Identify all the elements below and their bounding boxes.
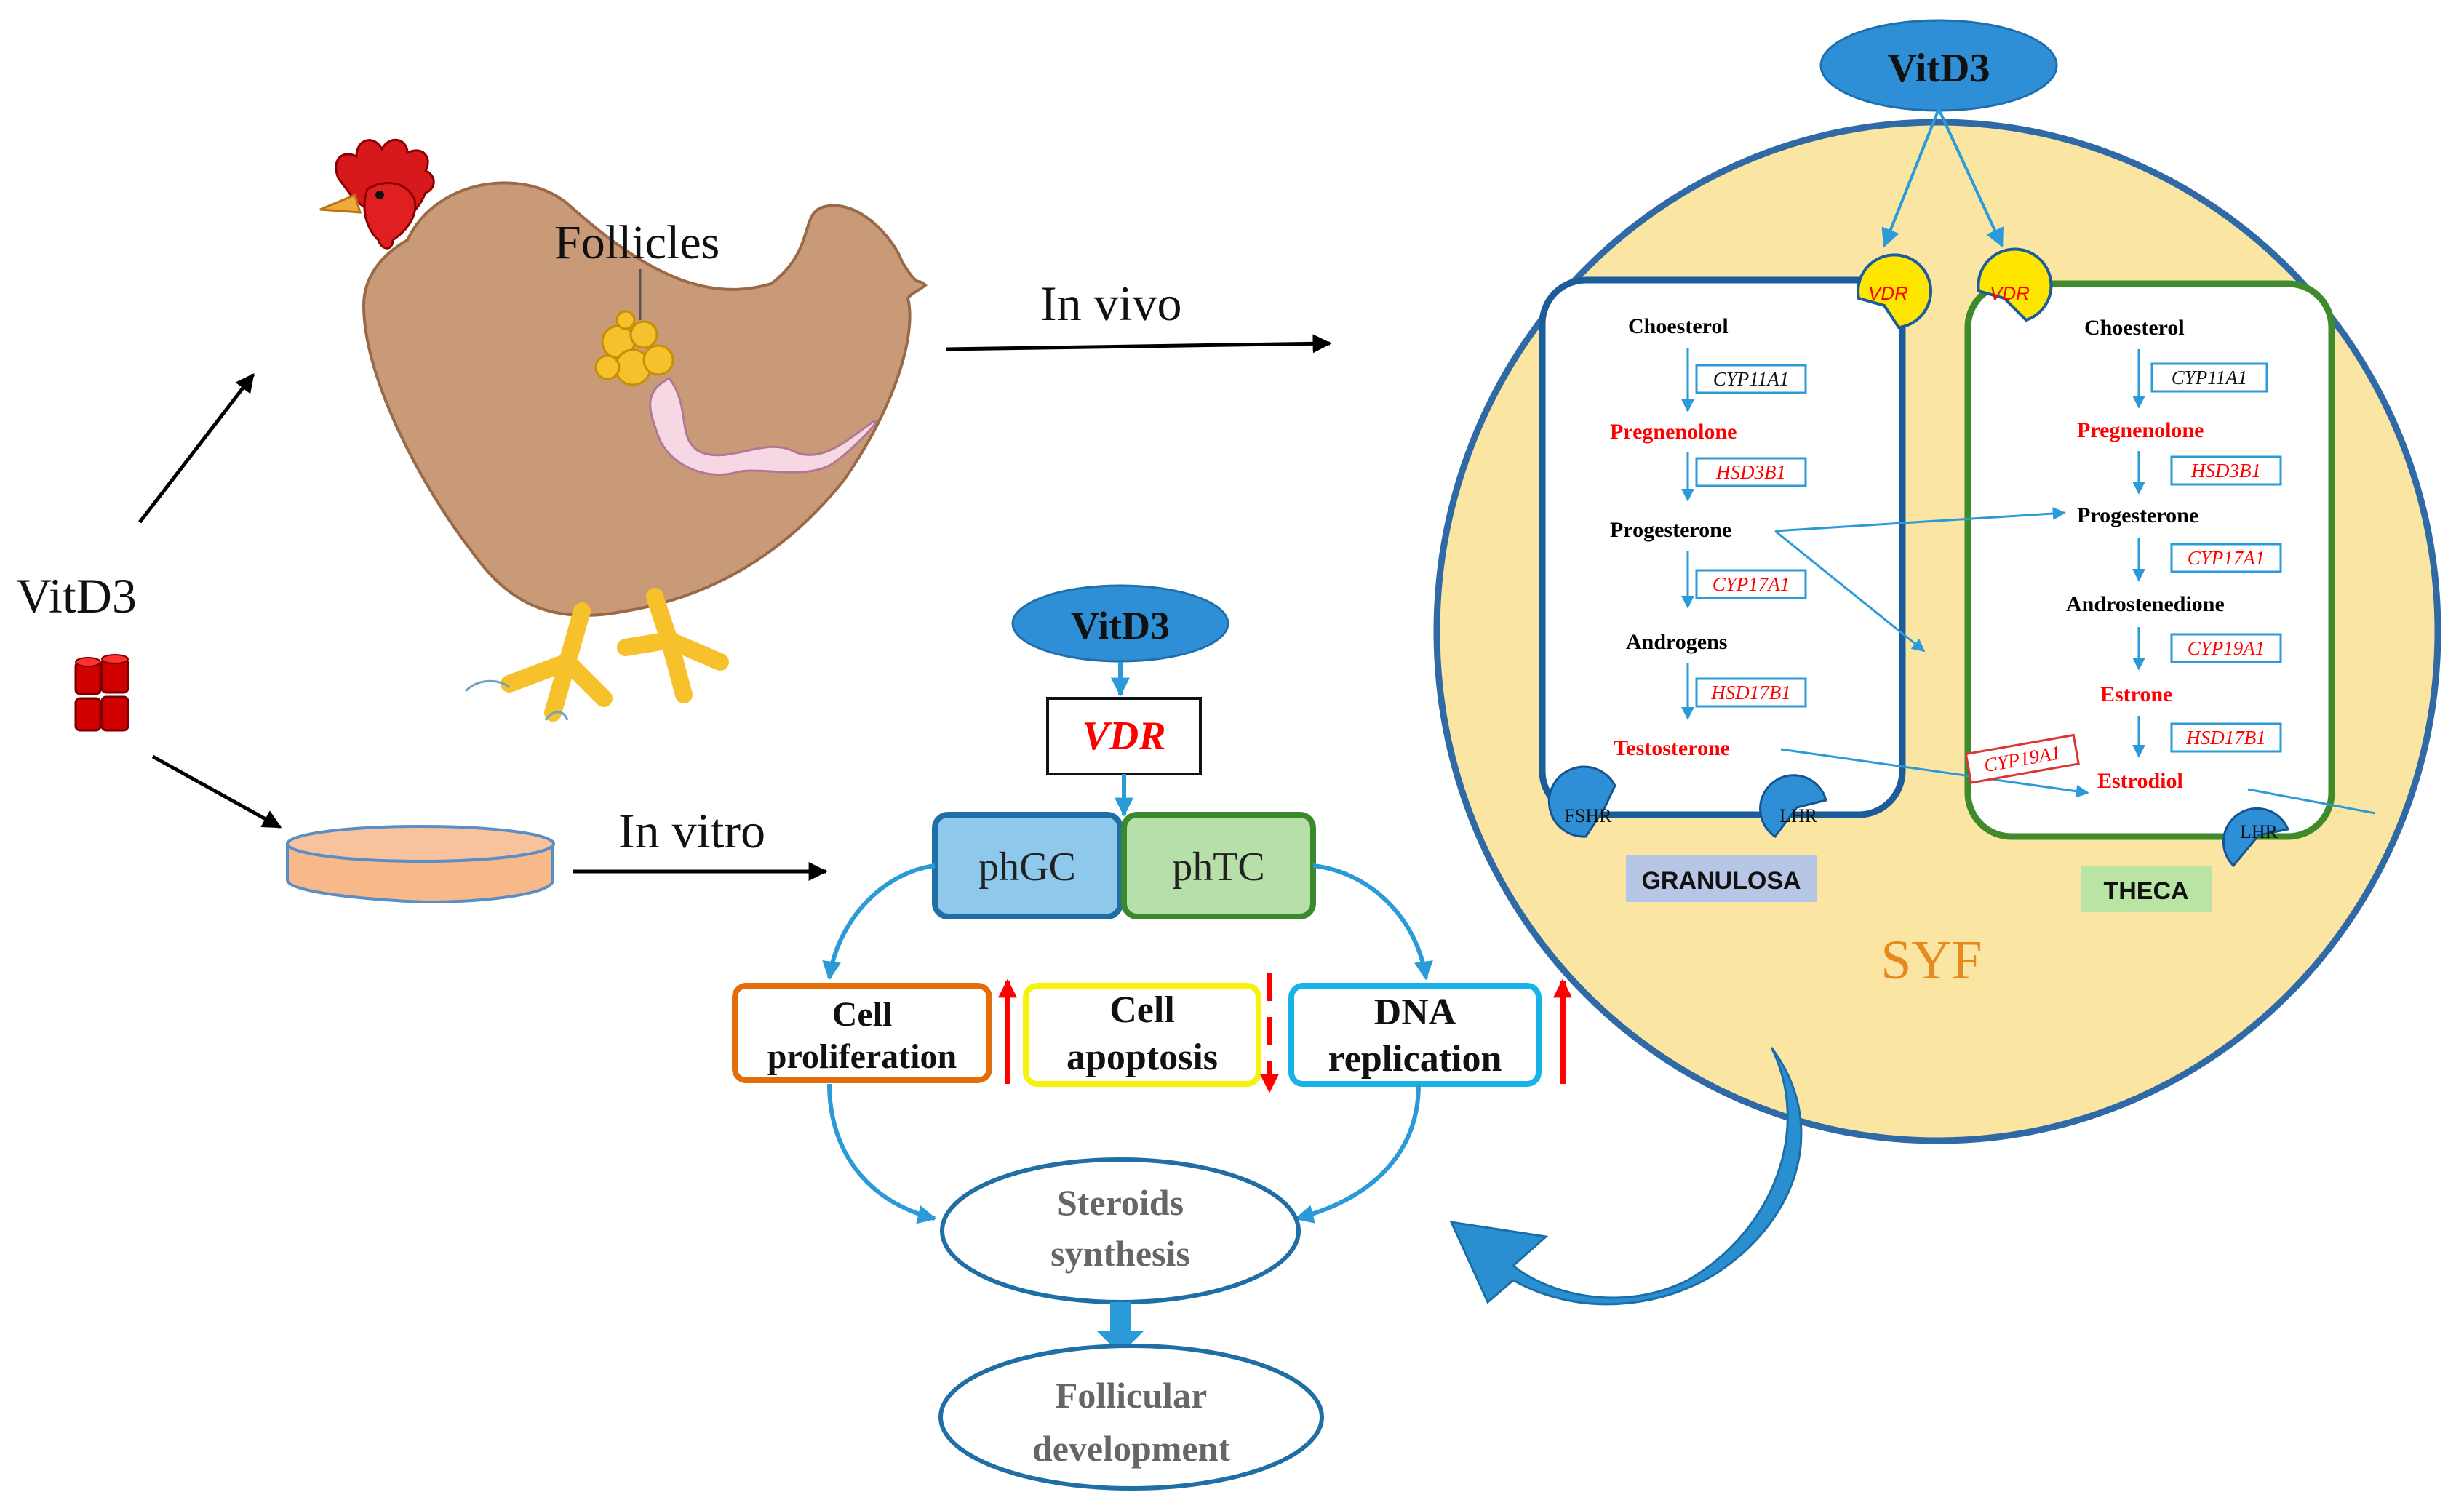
granulosa-label: GRANULOSA — [1641, 867, 1801, 895]
cell-apoptosis-line1: Cell — [1109, 989, 1175, 1031]
t-step-1: Pregnenolone — [2077, 418, 2204, 442]
granulosa-label-bg — [1626, 855, 1817, 902]
g-step-3: Androgens — [1626, 630, 1727, 654]
left-panel: VitD3 In vivo In vitro — [16, 138, 1332, 904]
follicular-development-line2: development — [1032, 1428, 1231, 1469]
t-step-0: Choesterol — [2084, 316, 2185, 340]
t-enzyme-2: CYP17A1 — [2188, 547, 2265, 569]
svg-text:VDR: VDR — [1868, 282, 1908, 304]
theca-pathway: Choesterol CYP11A1 Pregnenolone HSD3B1 P… — [2066, 316, 2282, 793]
vitd3-pills-icon — [74, 654, 129, 732]
vitd3-center-label: VitD3 — [1071, 604, 1170, 647]
culture-dish-icon — [286, 825, 555, 904]
t-step-2: Progesterone — [2077, 503, 2198, 527]
svg-text:LHR: LHR — [2240, 821, 2278, 842]
in-vitro-label: In vitro — [618, 803, 765, 858]
syf-panel: VitD3 VDR VDR FSHR LHR LHR — [1433, 19, 2441, 1144]
t-step-5: Estrodiol — [2097, 769, 2183, 793]
granulosa-vdr-receptor: VDR — [1857, 253, 1932, 330]
cell-proliferation-line2: proliferation — [767, 1037, 957, 1076]
t-enzyme-0: CYP11A1 — [2172, 367, 2248, 388]
testosterone-transfer-arrow — [1780, 748, 2089, 798]
follicular-development-node — [938, 1344, 1324, 1491]
g-enzyme-1: HSD3B1 — [1715, 461, 1786, 483]
steroids-synthesis-line1: Steroids — [1057, 1182, 1184, 1223]
steroids-synthesis-node — [940, 1157, 1301, 1304]
theca-lhr-receptor: LHR — [2222, 807, 2290, 868]
fshr-receptor: FSHR — [1547, 765, 1616, 838]
cell-apoptosis-line2: apoptosis — [1066, 1037, 1218, 1078]
theca-label-bg — [2081, 866, 2212, 912]
g-enzyme-3: HSD17B1 — [1710, 682, 1791, 703]
t-step-3: Androstenedione — [2066, 592, 2225, 616]
arrow-to-dish — [151, 754, 282, 829]
arrow-in-vivo — [945, 334, 1332, 354]
dna-replication-box — [1288, 983, 1542, 1087]
granulosa-cell — [1539, 276, 1906, 818]
syf-label: SYF — [1881, 930, 1982, 991]
svg-text:LHR: LHR — [1779, 805, 1818, 826]
t-step-4: Estrone — [2100, 682, 2172, 706]
syf-feedback-arrow — [1449, 1047, 1803, 1306]
cell-proliferation-box — [732, 983, 992, 1083]
hen-illustration — [319, 138, 928, 722]
t-enzyme-3: CYP19A1 — [2188, 637, 2265, 659]
t-enzyme-1: HSD3B1 — [2190, 460, 2261, 482]
cell-apoptosis-box — [1023, 983, 1261, 1087]
g-step-0: Choesterol — [1628, 314, 1729, 338]
granulosa-pathway: Choesterol CYP11A1 Pregnenolone HSD3B1 P… — [1610, 314, 1807, 760]
svg-text:VDR: VDR — [1990, 282, 2030, 304]
theca-cell — [1964, 280, 2335, 840]
g-step-2: Progesterone — [1610, 518, 1731, 542]
steroids-synthesis-line2: synthesis — [1050, 1233, 1190, 1274]
arrow-to-hen — [138, 372, 255, 524]
in-vitro-panel: VitD3 VDR phGC phTC Cell proliferation C… — [732, 584, 1572, 1491]
follicles-cluster — [594, 310, 674, 386]
theca-label: THECA — [2103, 877, 2188, 905]
vitd3-syf-label: VitD3 — [1887, 46, 1990, 91]
g-step-4: Testosterone — [1614, 736, 1730, 760]
follicular-development-line1: Follicular — [1056, 1375, 1207, 1416]
follicles-label: Follicles — [554, 216, 719, 269]
vdr-box — [1046, 697, 1202, 775]
phgc-label: phGC — [978, 845, 1076, 890]
vdr-label: VDR — [1082, 714, 1165, 759]
theca-vdr-receptor: VDR — [1977, 247, 2053, 322]
down-arrow-to-development — [1097, 1302, 1144, 1355]
g-enzyme-0: CYP11A1 — [1713, 368, 1790, 390]
vitd3-center-node — [1011, 584, 1229, 663]
estrodiol-out-arrow — [2247, 788, 2376, 815]
granulosa-lhr-receptor: LHR — [1759, 774, 1827, 839]
oviduct-shape — [649, 377, 877, 476]
svg-text:FSHR: FSHR — [1564, 805, 1612, 826]
cell-proliferation-line1: Cell — [832, 995, 893, 1034]
g-enzyme-2: CYP17A1 — [1713, 573, 1790, 595]
progesterone-diagonal-arrow — [1774, 530, 1926, 653]
in-vivo-label: In vivo — [1040, 276, 1182, 331]
progesterone-transfer-arrow — [1774, 507, 2066, 532]
phtc-label: phTC — [1172, 845, 1265, 890]
dna-replication-line2: replication — [1328, 1038, 1502, 1080]
t-enzyme-4: HSD17B1 — [2185, 727, 2266, 749]
dna-replication-line1: DNA — [1374, 992, 1456, 1033]
g-step-1: Pregnenolone — [1610, 420, 1737, 444]
vitd3-left-label: VitD3 — [16, 568, 137, 623]
